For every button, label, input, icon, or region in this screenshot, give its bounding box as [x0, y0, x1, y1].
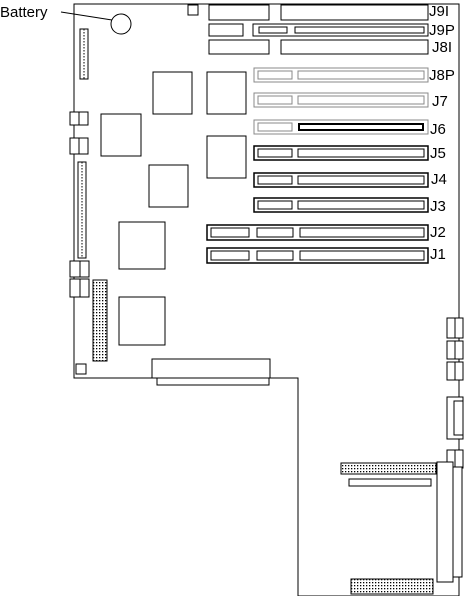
top-small-connector: [188, 5, 198, 15]
chip: [153, 72, 192, 114]
battery-leader: [61, 12, 112, 20]
slot-label-j2: J2: [430, 225, 446, 240]
right-edge-connector-3: [447, 362, 463, 380]
bottom-center-connector: [152, 359, 270, 385]
slot-j1: [207, 248, 428, 263]
top-connector-2: [209, 24, 243, 36]
right-edge-connector-2: [447, 341, 463, 359]
slot-label-j3: J3: [430, 199, 446, 214]
pin-header-top-left: [80, 29, 88, 79]
slot-label-j5: J5: [430, 146, 446, 161]
slot-label-j9p: J9P: [429, 23, 455, 38]
chip: [119, 222, 165, 269]
top-connector-3: [209, 40, 269, 54]
slot-j3: [254, 198, 428, 212]
slot-j8p: [254, 68, 428, 82]
chip: [149, 165, 188, 207]
slot-j5: [254, 146, 428, 160]
right-serial-connector: [447, 397, 463, 439]
slot-label-j9i: J9I: [429, 4, 449, 19]
slot-label-j8i: J8I: [432, 40, 452, 55]
slot-j4: [254, 173, 428, 187]
left-edge-connector-a: [70, 112, 88, 125]
slot-j6: [254, 120, 428, 134]
top-connector-1: [209, 5, 269, 20]
slot-label-j4: J4: [431, 172, 447, 187]
chip: [207, 72, 246, 114]
battery-cell: [111, 14, 131, 34]
slot-label-j6: J6: [430, 122, 446, 137]
slot-j2: [207, 225, 428, 240]
slot-label-j7: J7: [432, 94, 448, 109]
chip: [101, 114, 141, 156]
chip: [119, 297, 165, 345]
slot-j7: [254, 93, 428, 107]
dotted-header-lower: [341, 463, 436, 474]
slot-label-j8p: J8P: [429, 68, 455, 83]
slot-j8i: [281, 40, 428, 54]
slot-label-j1: J1: [430, 247, 446, 262]
battery-label: Battery: [0, 5, 48, 20]
dotted-header-bottom: [351, 579, 433, 594]
dotted-pin-block-left: [93, 280, 107, 361]
strip-connector-lower: [349, 479, 431, 486]
corner-small-square: [76, 364, 86, 374]
left-edge-connector-c: [70, 261, 89, 297]
slot-j9i: [281, 5, 428, 20]
right-long-connector: [437, 462, 462, 582]
chip: [207, 136, 246, 178]
left-edge-connector-b: [70, 138, 88, 154]
left-pin-header-long: [78, 162, 86, 258]
slot-j9p: [253, 24, 428, 36]
right-edge-connector-1: [447, 318, 463, 338]
